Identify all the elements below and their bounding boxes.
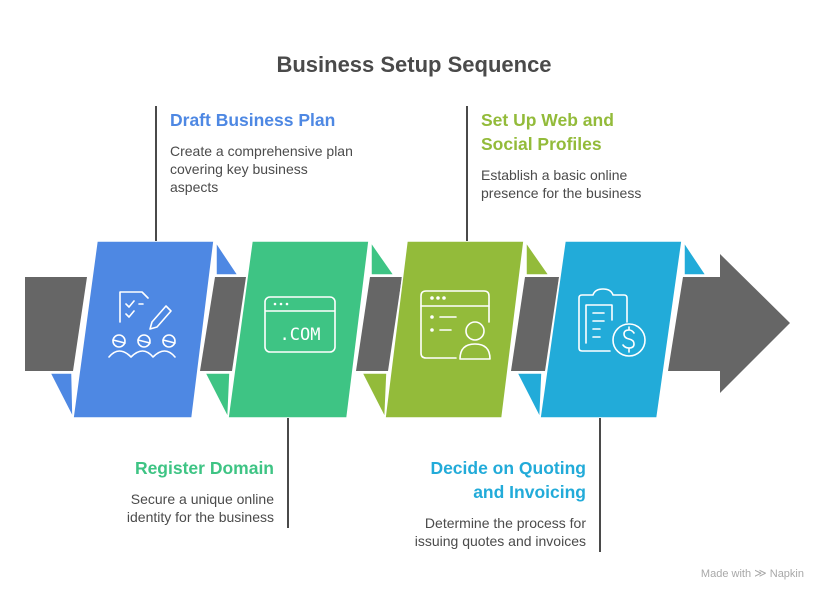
step-4-description: Determine the process for issuing quotes… <box>414 515 586 549</box>
arrow-body <box>25 254 790 393</box>
web-profile-icon <box>420 290 491 360</box>
step-1-title: Draft Business Plan <box>170 110 336 130</box>
step-1-description: Create a comprehensive plan covering key… <box>170 143 353 195</box>
step-3-description: Establish a basic online presence for th… <box>481 167 642 201</box>
dot-com-browser-icon: .COM <box>264 296 336 353</box>
step-3-panel <box>360 239 551 421</box>
step-4-panel <box>515 239 708 421</box>
arrow-segment-2 <box>356 277 402 371</box>
napkin-logo-icon: ≫ <box>754 566 767 580</box>
step-4-leader-line <box>599 418 601 552</box>
step-2-title: Register Domain <box>134 458 274 478</box>
arrow-segment-1 <box>200 277 246 371</box>
step-3-fold-top <box>525 239 551 276</box>
step-2-parallelogram <box>227 240 370 419</box>
arrow-segment-3 <box>511 277 559 371</box>
step-4-fold-top <box>683 239 708 276</box>
arrow-tail-segment <box>25 277 87 371</box>
step-2-leader-line <box>287 418 289 528</box>
step-2-panel <box>203 239 396 421</box>
step-1-parallelogram <box>72 240 215 419</box>
watermark-prefix: Made with <box>700 568 752 580</box>
step-1-fold-top <box>215 239 240 276</box>
step-4-fold-bottom <box>515 372 543 421</box>
step-4-title: Decide on Quoting and Invoicing <box>430 458 586 502</box>
clipboard-dollar-icon <box>578 288 646 357</box>
step-1-leader-line <box>155 106 157 241</box>
napkin-watermark[interactable]: Made with ≫ Napkin <box>701 566 804 580</box>
step-2-description: Secure a unique online identity for the … <box>126 491 274 525</box>
step-4-text: Decide on Quoting and Invoicing Determin… <box>380 456 586 550</box>
step-1-text: Draft Business Plan Create a comprehensi… <box>170 108 380 196</box>
planning-team-icon <box>108 291 176 358</box>
step-3-title: Set Up Web and Social Profiles <box>481 110 614 154</box>
step-4-parallelogram <box>539 240 683 419</box>
step-1-fold-bottom <box>48 372 74 419</box>
arrow-head <box>668 254 790 393</box>
step-1-panel <box>48 239 240 419</box>
step-3-leader-line <box>466 106 468 241</box>
step-3-fold-bottom <box>360 372 388 421</box>
step-2-fold-top <box>370 239 396 276</box>
step-3-text: Set Up Web and Social Profiles Establish… <box>481 108 671 202</box>
watermark-brand: Napkin <box>769 568 804 580</box>
dot-com-text: .COM <box>280 325 321 345</box>
step-3-parallelogram <box>384 240 525 419</box>
step-2-fold-bottom <box>203 372 231 421</box>
step-2-text: Register Domain Secure a unique online i… <box>94 456 274 526</box>
page-title: Business Setup Sequence <box>276 52 552 77</box>
